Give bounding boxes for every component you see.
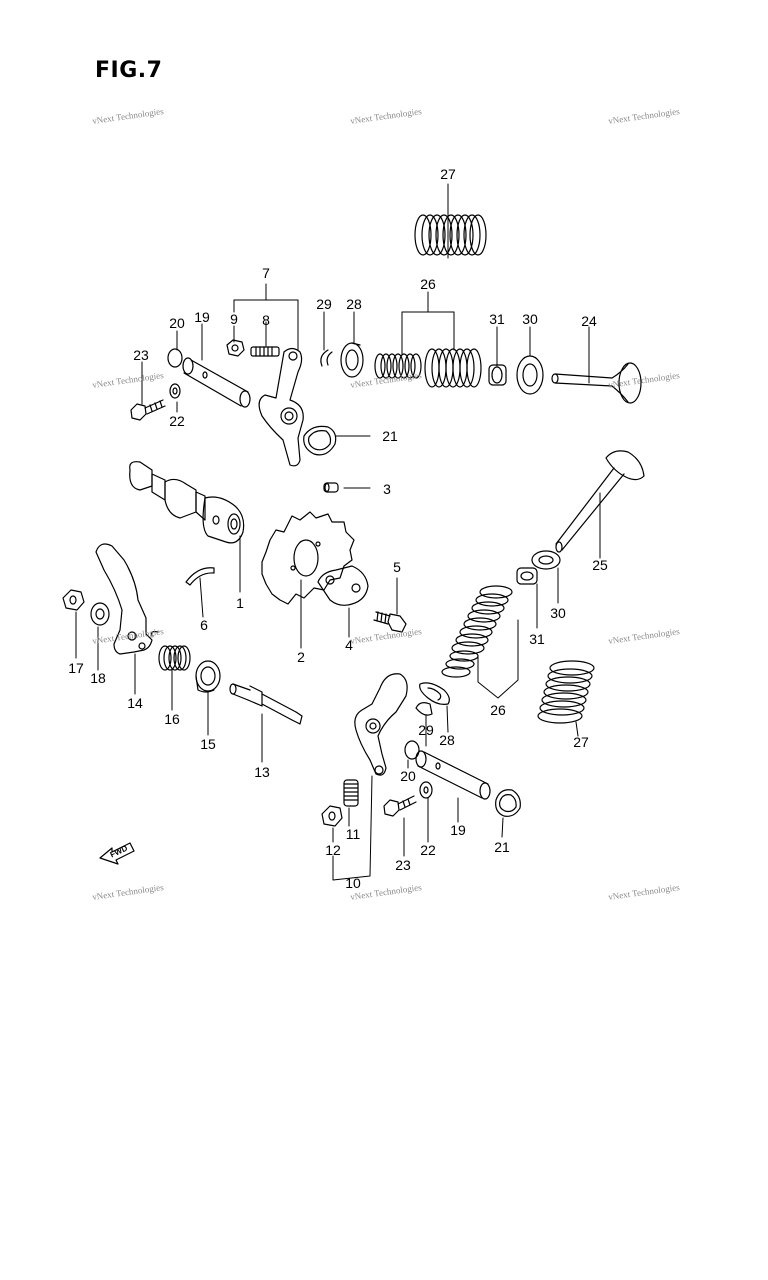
callout-5: 5 [393,559,401,575]
callout-22-lower: 22 [420,842,436,858]
nut-upper [226,339,245,357]
callout-18: 18 [90,670,106,686]
callout-19-lower: 19 [450,822,466,838]
nut-17 [62,589,85,611]
sprocket-bolt [373,611,407,633]
lock-plate [317,565,369,606]
callout-7: 7 [262,265,270,281]
callout-25: 25 [592,557,608,573]
rocker-arm-upper [258,347,304,467]
rocker-shaft-lower [415,750,491,800]
callout-6: 6 [200,617,208,633]
callout-27-lower: 27 [573,734,589,750]
washer-lower [419,781,433,799]
callout-8: 8 [262,312,270,328]
callout-23-lower: 23 [395,857,411,873]
callout-22: 22 [169,413,185,429]
rocker-arm-lower [354,673,408,776]
callout-31-lower: 31 [529,631,545,647]
callout-29: 29 [316,296,332,312]
spring-seat-lower [531,550,561,570]
spring-seat-upper [340,342,364,378]
cotter-lower [415,702,433,716]
cam-sprocket [261,511,355,605]
oil-seal-upper [488,364,507,386]
callout-28: 28 [346,296,362,312]
gasket-lower [495,789,521,817]
inner-valve-springs-upper [374,348,482,388]
callout-9: 9 [230,311,238,327]
callout-14: 14 [127,695,143,711]
callout-11: 11 [345,826,361,842]
callout-15: 15 [200,736,216,752]
cotter-upper [320,349,333,367]
dowel-pin [323,482,339,493]
callout-2: 2 [297,649,305,665]
nut-lower [321,805,343,827]
inner-valve-springs-lower [441,585,513,678]
callout-12: 12 [325,842,341,858]
callout-23: 23 [133,347,149,363]
callout-21: 21 [382,428,398,444]
callout-30-lower: 30 [550,605,566,621]
callout-19: 19 [194,309,210,325]
oil-seal-lower [516,567,538,585]
callout-4: 4 [345,637,353,653]
bolt-upper [130,399,166,421]
o-ring-lower [404,740,420,760]
spring-seat-lower-2 [419,682,450,705]
callout-31: 31 [489,311,505,327]
outer-valve-spring-upper [414,214,487,256]
callout-28-lower: 28 [439,732,455,748]
gasket-upper [303,425,337,456]
callout-26: 26 [420,276,436,292]
decompression-shaft [229,683,303,725]
adjust-screw-upper [250,346,280,357]
fwd-arrow-icon [99,842,135,865]
bearing [195,660,221,693]
callout-29-lower: 29 [418,722,434,738]
spring-seat-upper-2 [516,355,544,395]
bolt-lower [383,795,417,817]
o-ring-upper [167,348,183,368]
callout-17: 17 [68,660,84,676]
rocker-shaft-upper [182,357,251,408]
callout-10: 10 [345,875,361,891]
callout-30: 30 [522,311,538,327]
valve-lower [555,450,645,553]
callout-27: 27 [440,166,456,182]
callout-21-lower: 21 [494,839,510,855]
callout-13: 13 [254,764,270,780]
figure-title: FIG.7 [95,58,163,83]
torsion-spring [151,630,191,671]
camshaft [129,461,245,544]
callout-20: 20 [169,315,185,331]
adjust-screw-lower [343,779,359,807]
clip [185,567,215,586]
decompression-lever [95,543,153,655]
outer-valve-spring-lower [537,660,595,724]
callout-20-lower: 20 [400,768,416,784]
leader-lines [75,183,601,881]
callout-16: 16 [164,711,180,727]
callout-24: 24 [581,313,597,329]
washer-upper [169,383,181,399]
callout-26-lower: 26 [490,702,506,718]
callout-1: 1 [236,595,244,611]
washer-18 [90,602,110,626]
valve-upper [551,362,642,404]
callout-3: 3 [383,481,391,497]
